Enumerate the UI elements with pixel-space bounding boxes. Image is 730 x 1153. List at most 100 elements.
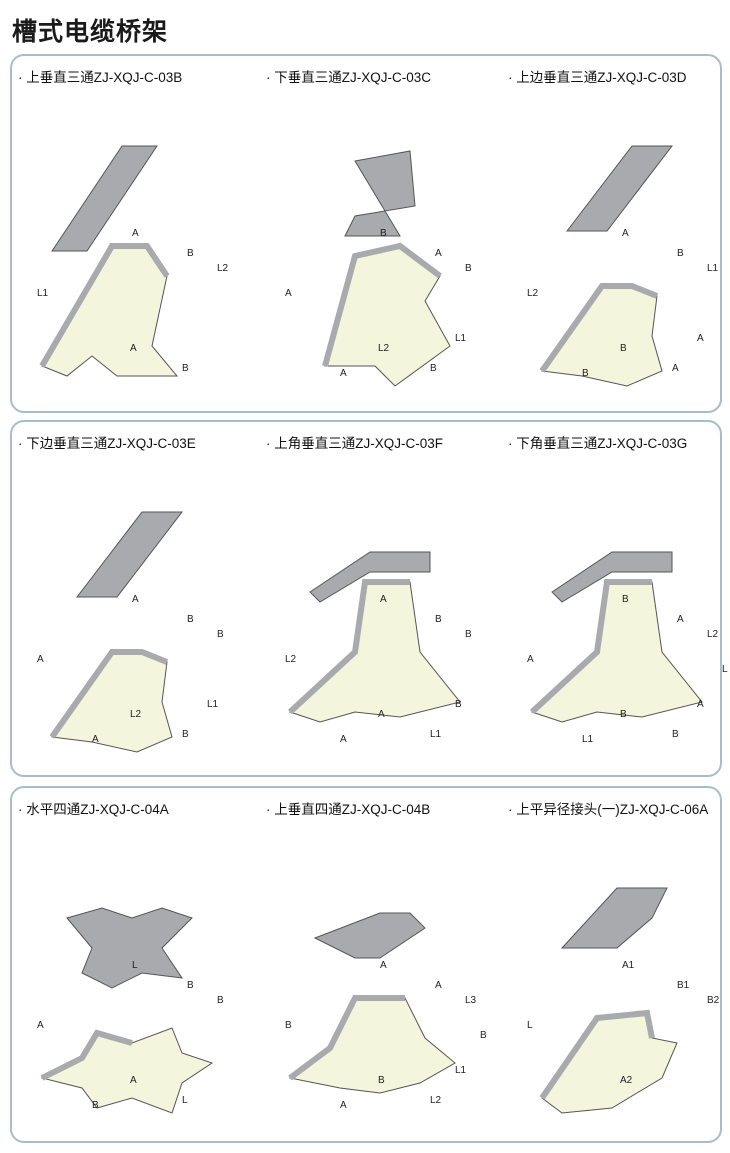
dimension-label: B: [182, 363, 189, 374]
dimension-label: B: [182, 729, 189, 740]
dimension-label: A: [435, 248, 442, 259]
cover-plate: [51, 145, 158, 252]
panel-3: · 水平四通ZJ-XQJ-C-04A L B A B A L B · 上垂直四通ZJ-XQJ-…: [10, 786, 722, 1143]
dimension-label: B: [378, 1075, 385, 1086]
dimension-label: L2: [285, 654, 297, 665]
tray-body: [288, 997, 456, 1094]
dimension-label: B1: [677, 980, 690, 991]
product-caption: · 上平异径接头(一)ZJ-XQJ-C-06A: [508, 802, 709, 817]
product-caption: · 上边垂直三通ZJ-XQJ-C-03D: [508, 70, 687, 85]
product-caption: · 下垂直三通ZJ-XQJ-C-03C: [266, 70, 431, 85]
product-caption: · 上角垂直三通ZJ-XQJ-C-03F: [266, 436, 443, 451]
dimension-label: L2: [707, 629, 719, 640]
dimension-label: L1: [455, 1065, 467, 1076]
dimension-label: A: [697, 699, 704, 710]
cover-plate: [313, 912, 426, 959]
dimension-label: L2: [217, 263, 229, 274]
dimension-label: A: [340, 734, 347, 745]
cover-plate: [551, 551, 673, 603]
dimension-label: B: [620, 343, 627, 354]
dimension-label: B: [465, 263, 472, 274]
dimension-label: A: [672, 363, 679, 374]
tray-side-wall: [529, 579, 652, 715]
dimension-label: L1: [707, 263, 719, 274]
tray-body: [541, 1012, 678, 1114]
dimension-label: B: [672, 729, 679, 740]
cover-plate: [560, 887, 668, 949]
cover-plate: [565, 145, 674, 232]
dimension-label: B: [465, 629, 472, 640]
product-caption: · 水平四通ZJ-XQJ-C-04A: [18, 802, 169, 817]
dimension-label: L2: [430, 1095, 442, 1106]
dimension-label: B: [187, 980, 194, 991]
tray-side-wall: [539, 1009, 655, 1100]
dimension-label: L: [182, 1095, 188, 1106]
dimension-label: A2: [620, 1075, 633, 1086]
dimension-label: L2: [527, 288, 539, 299]
dimension-label: B: [622, 594, 629, 605]
tray-body: [289, 581, 461, 723]
dimension-label: A: [92, 734, 99, 745]
dimension-label: B: [92, 1100, 99, 1111]
dimension-label: A: [132, 594, 139, 605]
tray-body: [531, 581, 703, 723]
dimension-label: B: [582, 368, 589, 379]
dimension-label: A: [130, 1075, 137, 1086]
dimension-label: B: [430, 363, 437, 374]
tray-body: [51, 651, 173, 753]
dimension-label: A: [285, 288, 292, 299]
dimension-label: A: [378, 709, 385, 720]
dimension-label: L3: [465, 995, 477, 1006]
dimension-label: L1: [455, 333, 467, 344]
dimension-label: B: [480, 1030, 487, 1041]
dimension-label: A: [130, 343, 137, 354]
dimension-label: A: [380, 594, 387, 605]
dimension-label: B: [677, 248, 684, 259]
tray-side-wall: [49, 649, 169, 739]
dimension-label: L1: [430, 729, 442, 740]
tray-body: [541, 285, 663, 387]
cover-plate: [344, 150, 416, 237]
dimension-label: L: [722, 664, 728, 675]
dimension-label: A: [340, 1100, 347, 1111]
dimension-label: B: [455, 699, 462, 710]
dimension-label: L1: [207, 699, 219, 710]
cover-plate: [75, 511, 184, 598]
cover-plate: [66, 907, 193, 989]
tray-side-wall: [39, 243, 170, 368]
dimension-label: B: [620, 709, 627, 720]
tray-side-wall: [287, 579, 410, 715]
product-caption: · 下边垂直三通ZJ-XQJ-C-03E: [18, 436, 196, 451]
dimension-label: A: [37, 1020, 44, 1031]
dimension-label: A: [527, 654, 534, 665]
tray-side-wall: [539, 283, 659, 373]
tray-side-wall: [288, 995, 405, 1081]
dimension-label: L1: [37, 288, 49, 299]
dimension-label: B: [187, 248, 194, 259]
dimension-label: L: [527, 1020, 533, 1031]
product-caption: · 下角垂直三通ZJ-XQJ-C-03G: [508, 436, 688, 451]
dimension-label: B: [187, 614, 194, 625]
dimension-label: A: [37, 654, 44, 665]
dimension-label: L2: [378, 343, 390, 354]
dimension-label: L: [132, 960, 138, 971]
product-caption: · 上垂直四通ZJ-XQJ-C-04B: [266, 802, 431, 817]
dimension-label: B: [217, 629, 224, 640]
